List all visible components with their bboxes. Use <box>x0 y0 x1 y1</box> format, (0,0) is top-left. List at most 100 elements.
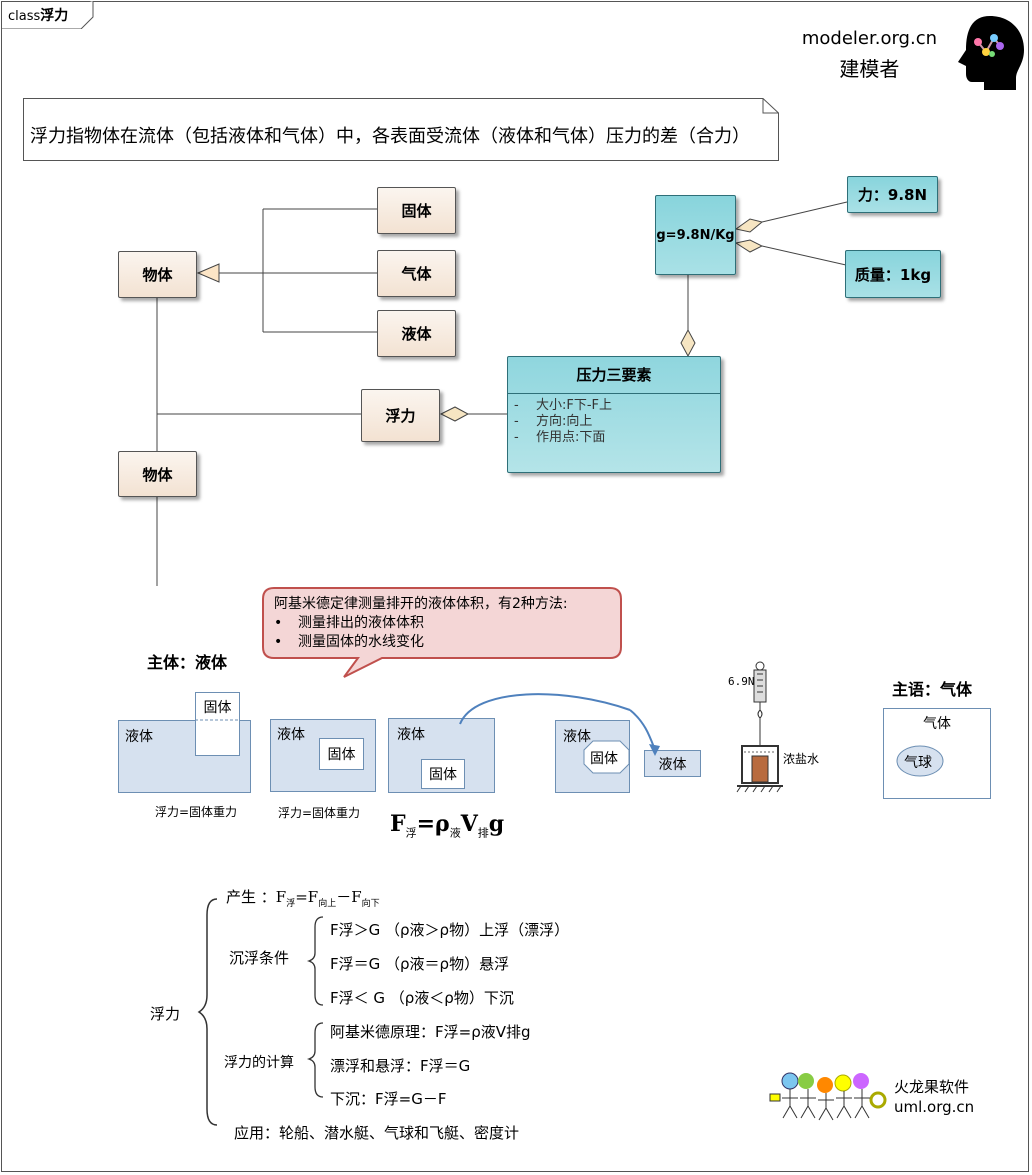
attr-dash: - <box>514 414 519 429</box>
chansheng-sub: 向上 <box>318 899 337 909</box>
chansheng-F: F <box>275 888 287 906</box>
class-label: 固体 <box>401 202 432 220</box>
tab-title: 浮力 <box>40 8 69 24</box>
class-guti[interactable]: 固体 <box>377 187 456 234</box>
tree-jisuan: 浮力的计算 <box>224 1055 294 1071</box>
liquid-label: 液体 <box>277 727 305 743</box>
class-label: 物体 <box>142 266 173 284</box>
footer-url[interactable]: uml.org.cn <box>894 1098 975 1116</box>
callout-line: 阿基米德定律测量排开的液体体积，有2种方法: <box>274 596 568 612</box>
formula-rho-sub: 液 <box>449 826 461 840</box>
exp3-solid: 固体 <box>421 759 465 789</box>
pressure-attr: - 作用点:下面 <box>508 430 720 446</box>
waterline <box>195 719 240 721</box>
class-pressure[interactable]: 压力三要素 - 大小:F下-F上 - 方向:向上 - 作用点:下面 <box>507 356 721 473</box>
chansheng-label: 产生 ： <box>226 888 276 906</box>
class-qiti[interactable]: 气体 <box>377 250 456 297</box>
class-li[interactable]: 力：9.8N <box>847 176 938 213</box>
tree-j1: 阿基米德原理：F浮=ρ液V排g <box>330 1023 531 1041</box>
exp2-solid: 固体 <box>319 738 364 770</box>
bullet-icon: • <box>274 615 283 631</box>
tree-chenfu: 沉浮条件 <box>229 949 290 967</box>
balloon-shape <box>896 745 944 777</box>
tree-c3: F浮＜ G （ρ液＜ρ物）下沉 <box>330 989 514 1007</box>
brand-block: modeler.org.cn 建模者 <box>802 24 937 84</box>
brine-label: 浓盐水 <box>783 752 820 766</box>
tree-braces <box>197 898 324 1126</box>
class-label: g=9.8N/Kg <box>656 227 735 243</box>
class-label: 力：9.8N <box>857 186 928 204</box>
formula-F-sub: 浮 <box>405 826 417 840</box>
liquid-label: 液体 <box>658 756 687 773</box>
tree-j3: 下沉：F浮=G－F <box>330 1090 447 1108</box>
exp1-solid: 固体 <box>195 692 240 756</box>
tree-c2: F浮＝G （ρ液＝ρ物）悬浮 <box>330 955 510 973</box>
formula-V: V <box>460 811 478 837</box>
liquid-label: 液体 <box>563 729 591 745</box>
tree-c1: F浮＞G （ρ液＞ρ物）上浮（漂浮） <box>330 921 570 939</box>
pressure-attr: - 方向:向上 <box>508 414 720 430</box>
callout-bullet-text: 测量固体的水线变化 <box>298 634 424 650</box>
callout-text: 阿基米德定律测量排开的液体体积，有2种方法: • 测量排出的液体体积 • 测量固体的… <box>274 595 568 652</box>
class-g[interactable]: g=9.8N/Kg <box>655 195 736 275</box>
archimedes-formula: F浮=ρ液V排g <box>390 811 504 840</box>
liquid-label: 液体 <box>397 727 425 743</box>
attr-text: 大小:F下-F上 <box>536 398 613 413</box>
buoy-caption-1: 浮力=固体重力 <box>155 805 238 819</box>
formula-V-sub: 排 <box>477 826 489 840</box>
subject-gas: 主语：气体 <box>892 680 973 699</box>
callout-bullet-item: • 测量固体的水线变化 <box>274 633 568 652</box>
bullet-icon: • <box>274 634 283 650</box>
flow-arrows <box>459 693 660 756</box>
callout-bullet-text: 测量排出的液体体积 <box>298 615 424 631</box>
exp4-solid-shape <box>583 740 630 774</box>
note-text: 浮力指物体在流体（包括液体和气体）中，各表面受流体（液体和气体）压力的差（合力） <box>30 126 750 147</box>
frame-title: class浮力 <box>8 5 68 25</box>
attr-text: 方向:向上 <box>536 414 593 429</box>
solid-label: 固体 <box>327 747 356 763</box>
frame-tab <box>1 1 94 29</box>
class-label: 气体 <box>401 265 432 283</box>
class-label: 液体 <box>401 325 432 343</box>
pressure-attr: - 大小:F下-F上 <box>508 398 720 414</box>
buoy-caption-2: 浮力=固体重力 <box>278 806 361 820</box>
tree-root: 浮力 <box>150 1005 181 1023</box>
attr-dash: - <box>514 398 519 413</box>
site-url[interactable]: modeler.org.cn <box>801 28 937 49</box>
callout-bullet-item: • 测量排出的液体体积 <box>274 614 568 633</box>
class-yeti[interactable]: 液体 <box>377 310 456 357</box>
formula-F: F <box>390 811 406 837</box>
class-wuti-bottom[interactable]: 物体 <box>118 451 197 497</box>
exp4-solid: 固体 <box>590 751 618 767</box>
overflow-liquid: 液体 <box>644 750 701 777</box>
footer-brand: 火龙果软件 uml.org.cn <box>894 1077 974 1117</box>
class-label: 质量：1kg <box>854 265 932 284</box>
class-wuti-top[interactable]: 物体 <box>118 251 197 298</box>
tree-chansheng: 产生 ：F浮=F向上－F向下 <box>226 886 380 909</box>
class-label: 物体 <box>142 465 173 484</box>
footer-name: 火龙果软件 <box>894 1078 970 1096</box>
attr-text: 作用点:下面 <box>536 430 606 445</box>
solid-label: 固体 <box>203 700 232 716</box>
tree-yingyong: 应用：轮船、潜水艇、气球和飞艇、密度计 <box>234 1124 520 1142</box>
scale-reading: 6.9N <box>728 675 755 688</box>
attr-dash: - <box>514 430 519 445</box>
chansheng-sub: 浮 <box>286 899 296 909</box>
tree-j2: 漂浮和悬浮：F浮＝G <box>330 1057 471 1075</box>
chansheng-sub: 向下 <box>361 899 380 909</box>
exp1-liquid: 液体 <box>118 720 251 793</box>
chansheng-eq: =F <box>295 888 319 906</box>
class-zhiliang[interactable]: 质量：1kg <box>845 250 941 298</box>
class-label: 浮力 <box>385 407 416 425</box>
formula-g: g <box>488 811 505 837</box>
gas-label: 气体 <box>923 716 951 732</box>
class-fuli[interactable]: 浮力 <box>361 389 440 442</box>
site-name: 建模者 <box>839 57 900 81</box>
pressure-title: 压力三要素 <box>508 357 720 394</box>
balloon-label: 气球 <box>904 755 932 771</box>
spring-scale-icon <box>736 661 783 793</box>
chansheng-minus: －F <box>336 888 362 906</box>
note-shape <box>23 98 779 161</box>
solid-label: 固体 <box>429 767 457 783</box>
